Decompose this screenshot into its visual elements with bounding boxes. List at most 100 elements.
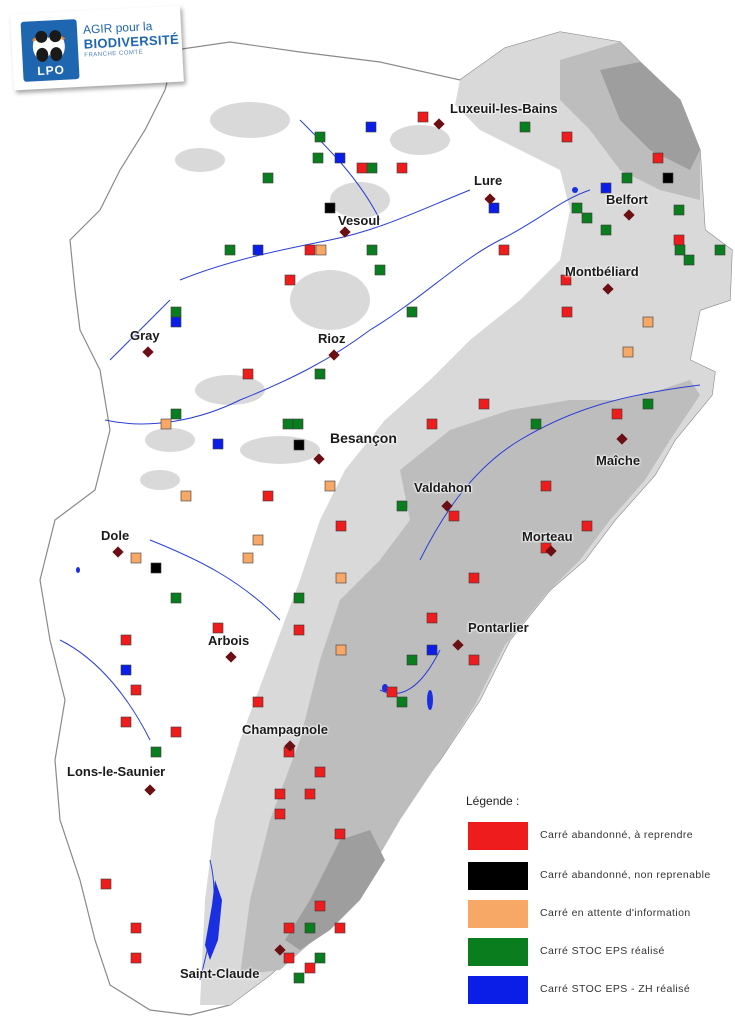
legend-item-abandoned-final: Carré abandonné, non reprenable	[468, 862, 728, 890]
square-stoc-eps	[262, 172, 274, 184]
relief-dark-south	[285, 830, 385, 950]
legend-label: Carré en attente d'information	[540, 907, 691, 919]
lakes	[76, 187, 578, 960]
city-label-gray: Gray	[130, 328, 160, 343]
square-abandoned	[426, 418, 438, 430]
square-pending	[315, 244, 327, 256]
city-label-lons-le-saunier: Lons-le-Saunier	[67, 764, 166, 779]
square-stoc-eps	[312, 152, 324, 164]
square-abandoned	[335, 520, 347, 532]
square-abandoned	[304, 962, 316, 974]
square-stoc-eps	[621, 172, 633, 184]
square-stoc-eps	[642, 398, 654, 410]
square-stoc-eps	[366, 244, 378, 256]
square-abandoned	[252, 696, 264, 708]
square-pending	[160, 418, 172, 430]
square-stoc-eps	[674, 244, 686, 256]
square-stoc-eps	[224, 244, 236, 256]
square-abandoned	[673, 234, 685, 246]
square-abandoned	[120, 634, 132, 646]
square-stoc-eps-zh	[170, 316, 182, 328]
legend-swatch-blue	[468, 976, 528, 1004]
square-abandoned	[212, 622, 224, 634]
city-markers	[112, 118, 635, 956]
city-marker-icon	[225, 651, 237, 663]
square-abandoned	[652, 152, 664, 164]
city-marker-icon	[339, 226, 351, 238]
square-stoc-eps	[282, 418, 294, 430]
legend-item-pending: Carré en attente d'information	[468, 900, 728, 928]
square-abandoned-final	[150, 562, 162, 574]
square-abandoned	[304, 244, 316, 256]
city-marker-icon	[602, 283, 614, 295]
square-stoc-eps	[374, 264, 386, 276]
square-abandoned	[356, 162, 368, 174]
square-stoc-eps	[292, 418, 304, 430]
legend-label: Carré STOC EPS - ZH réalisé	[540, 983, 691, 995]
square-stoc-eps-zh	[212, 438, 224, 450]
square-stoc-eps	[581, 212, 593, 224]
square-abandoned	[426, 612, 438, 624]
city-marker-icon	[284, 740, 296, 752]
legend-label: Carré abandonné, à reprendre	[540, 829, 694, 841]
square-abandoned	[581, 520, 593, 532]
legend-swatch-red	[468, 822, 528, 850]
square-stoc-eps-zh	[365, 121, 377, 133]
legend-swatch-black	[468, 862, 528, 890]
square-stoc-eps	[366, 162, 378, 174]
city-marker-icon	[616, 433, 628, 445]
square-stoc-eps	[396, 500, 408, 512]
square-stoc-eps	[600, 224, 612, 236]
square-abandoned	[283, 952, 295, 964]
square-abandoned	[274, 788, 286, 800]
city-marker-icon	[484, 193, 496, 205]
square-stoc-eps	[673, 204, 685, 216]
square-abandoned	[478, 398, 490, 410]
city-label-arbois: Arbois	[208, 633, 250, 648]
square-stoc-eps-zh	[120, 664, 132, 676]
square-stoc-eps	[293, 592, 305, 604]
square-abandoned	[498, 244, 510, 256]
square-abandoned	[304, 788, 316, 800]
square-abandoned	[242, 368, 254, 380]
square-pending	[335, 644, 347, 656]
square-abandoned	[130, 922, 142, 934]
square-pending	[130, 552, 142, 564]
city-marker-icon	[144, 784, 156, 796]
lpo-logo: LPO AGIR pour la BIODIVERSITÉ FRANCHE CO…	[10, 5, 184, 91]
square-stoc-eps	[714, 244, 726, 256]
city-label-montbeliard: Montbéliard	[565, 264, 639, 279]
square-stoc-eps-zh	[426, 644, 438, 656]
city-marker-icon	[142, 346, 154, 358]
square-pending	[242, 552, 254, 564]
square-stoc-eps	[293, 972, 305, 984]
square-abandoned	[283, 922, 295, 934]
city-label-maiche: Maîche	[596, 453, 641, 468]
square-stoc-eps	[170, 306, 182, 318]
city-marker-icon	[313, 453, 325, 465]
city-label-luxeuil: Luxeuil-les-Bains	[450, 101, 558, 116]
square-abandoned	[130, 684, 142, 696]
square-stoc-eps-zh	[252, 244, 264, 256]
square-abandoned	[396, 162, 408, 174]
city-marker-icon	[545, 545, 557, 557]
square-abandoned	[130, 952, 142, 964]
square-stoc-eps	[396, 696, 408, 708]
square-stoc-eps	[530, 418, 542, 430]
square-stoc-eps	[150, 746, 162, 758]
logo-lpo-text: LPO	[36, 62, 66, 79]
square-abandoned	[561, 306, 573, 318]
square-stoc-eps	[683, 254, 695, 266]
city-label-belfort: Belfort	[606, 192, 648, 207]
square-abandoned	[100, 878, 112, 890]
square-abandoned	[417, 111, 429, 123]
square-stoc-eps-zh	[600, 182, 612, 194]
square-pending	[622, 346, 634, 358]
city-label-dole: Dole	[101, 528, 130, 543]
logo-badge: LPO	[20, 19, 80, 82]
square-abandoned	[262, 490, 274, 502]
square-abandoned	[120, 716, 132, 728]
square-abandoned	[561, 131, 573, 143]
city-label-morteau: Morteau	[522, 529, 573, 544]
